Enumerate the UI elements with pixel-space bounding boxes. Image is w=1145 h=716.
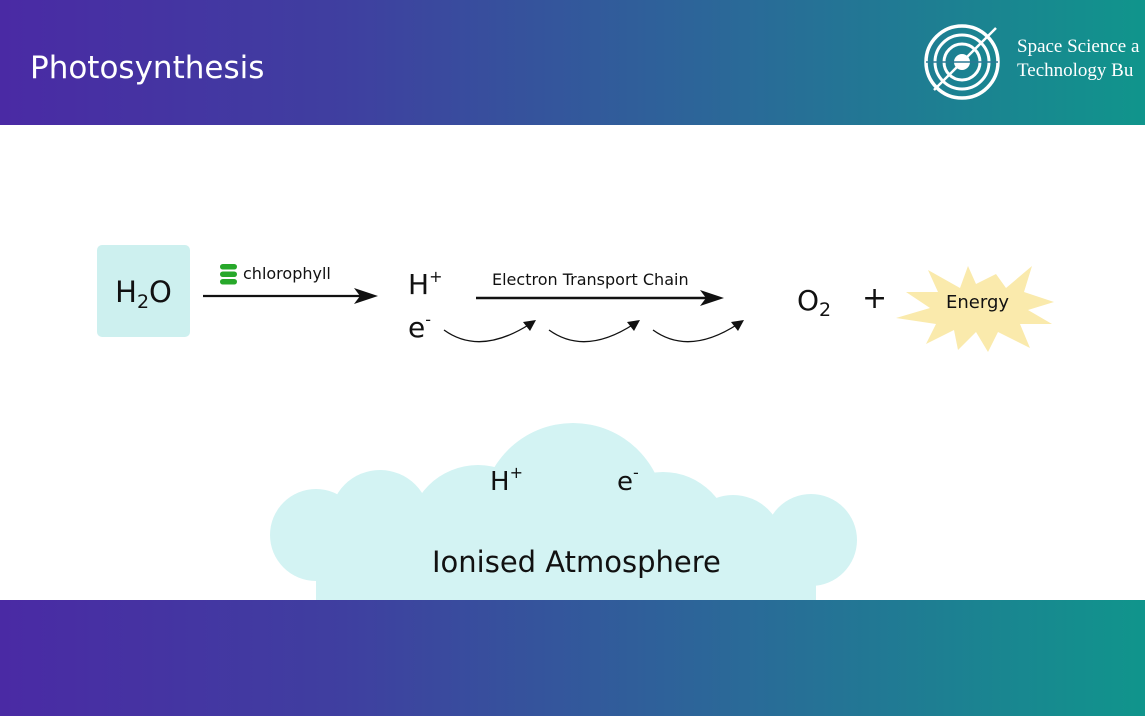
chlorophyll-label: chlorophyll xyxy=(243,264,331,283)
electron-transport-chain-label: Electron Transport Chain xyxy=(492,270,689,289)
chlorophyll-arrow xyxy=(203,288,378,304)
oxygen-subscript: 2 xyxy=(819,299,832,321)
water-h: H xyxy=(115,275,137,309)
oxygen-o: O xyxy=(797,284,820,317)
cloud-electron: e- xyxy=(617,457,639,498)
water-o: O xyxy=(149,275,172,309)
ionised-atmosphere-cloud xyxy=(270,423,857,600)
footer-bar xyxy=(0,600,1145,716)
electron-base: e xyxy=(408,311,426,344)
logo-text: Space Science a Technology Bu xyxy=(1017,35,1139,83)
plus-sign: + xyxy=(862,281,888,316)
logo-text-line-1: Space Science a xyxy=(1017,36,1140,57)
electron-hop-arrows xyxy=(443,320,744,343)
logo-text-line-2: Technology Bu xyxy=(1017,60,1134,81)
ionised-atmosphere-label: Ionised Atmosphere xyxy=(432,545,721,579)
hydrogen-ion-charge: + xyxy=(429,267,443,286)
hydrogen-ion: H+ xyxy=(408,260,442,302)
cloud-electron-base: e xyxy=(617,467,633,497)
electron-charge: - xyxy=(425,310,432,329)
oxygen-formula: O2 xyxy=(797,284,831,327)
chlorophyll-stack-icon xyxy=(220,264,237,285)
energy-burst-icon xyxy=(896,266,1054,352)
header-bar: Photosynthesis Space Science a Technolog… xyxy=(0,0,1145,125)
water-formula: H2O xyxy=(97,275,190,319)
cloud-hydrogen-ion: H+ xyxy=(490,457,523,498)
electron: e- xyxy=(408,303,431,345)
water-box: H2O xyxy=(97,245,190,337)
water-subscript: 2 xyxy=(136,291,150,313)
energy-label: Energy xyxy=(946,292,1010,313)
page-title: Photosynthesis xyxy=(30,50,265,86)
cloud-hydrogen-ion-base: H xyxy=(490,467,510,497)
orbital-rings-logo-icon xyxy=(924,24,1000,100)
hydrogen-ion-base: H xyxy=(408,268,430,301)
cloud-electron-charge: - xyxy=(633,463,639,482)
cloud-hydrogen-ion-charge: + xyxy=(509,463,523,482)
electron-transport-arrow xyxy=(476,290,724,306)
